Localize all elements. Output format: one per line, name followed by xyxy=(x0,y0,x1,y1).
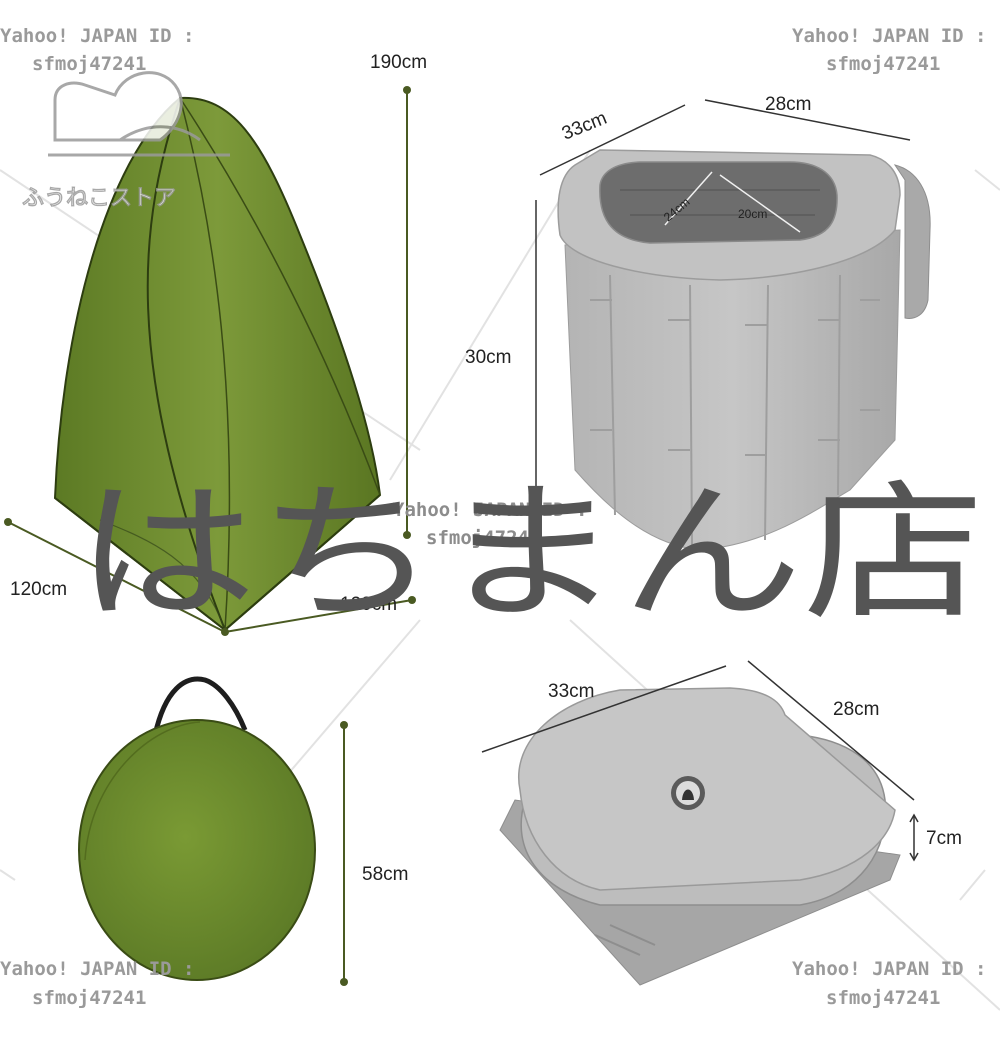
folded-thickness-label: 7cm xyxy=(926,828,962,849)
tent-base-dimension: 120cm 120cm xyxy=(4,518,416,636)
tent-storage-bag xyxy=(78,676,316,981)
watermark-bottom-left-line2: sfmoj47241 xyxy=(32,987,146,1009)
watermark-bottom-right-line2: sfmoj47241 xyxy=(826,987,940,1009)
yahoo-id-watermarks: Yahoo! JAPAN ID : sfmoj47241 Yahoo! JAPA… xyxy=(0,25,986,1009)
watermark-bottom-right-line1: Yahoo! JAPAN ID : xyxy=(792,958,986,980)
tent-width-label: 120cm xyxy=(10,579,67,600)
watermark-top-right-line2: sfmoj47241 xyxy=(826,53,940,75)
folded-dimensions: 33cm 28cm 7cm xyxy=(481,660,962,862)
watermark-bottom-left-line1: Yahoo! JAPAN ID : xyxy=(0,958,194,980)
toilet-width-label: 33cm xyxy=(559,108,610,145)
store-logo-watermark: ふうねこストア xyxy=(21,71,230,212)
toilet-depth-label: 28cm xyxy=(765,94,811,115)
watermark-top-right-line1: Yahoo! JAPAN ID : xyxy=(792,25,986,47)
store-name-overlay: はちまん店 xyxy=(75,467,985,641)
folded-width-label: 33cm xyxy=(548,681,594,702)
watermark-center-line2: sfmoj4724l xyxy=(426,527,540,549)
folded-depth-label: 28cm xyxy=(833,699,879,720)
folded-toilet xyxy=(499,687,901,986)
opening-depth-label: 20cm xyxy=(738,207,767,221)
tent-height-dimension: 190cm xyxy=(370,52,427,539)
tent-height-label: 190cm xyxy=(370,52,427,73)
store-logo-text: ふうねこストア xyxy=(22,186,176,211)
watermark-top-left-line1: Yahoo! JAPAN ID : xyxy=(0,25,194,47)
bag-height-dimension: 58cm xyxy=(340,721,408,986)
bag-height-label: 58cm xyxy=(362,864,408,885)
portable-toilet: 24cm 20cm xyxy=(557,149,931,551)
tent-depth-label: 120cm xyxy=(340,594,397,615)
watermark-top-left-line2: sfmoj47241 xyxy=(32,53,146,75)
watermark-center-line1: Yahoo! JAPAN ID : xyxy=(393,499,587,521)
toilet-height-label: 30cm xyxy=(465,347,511,368)
